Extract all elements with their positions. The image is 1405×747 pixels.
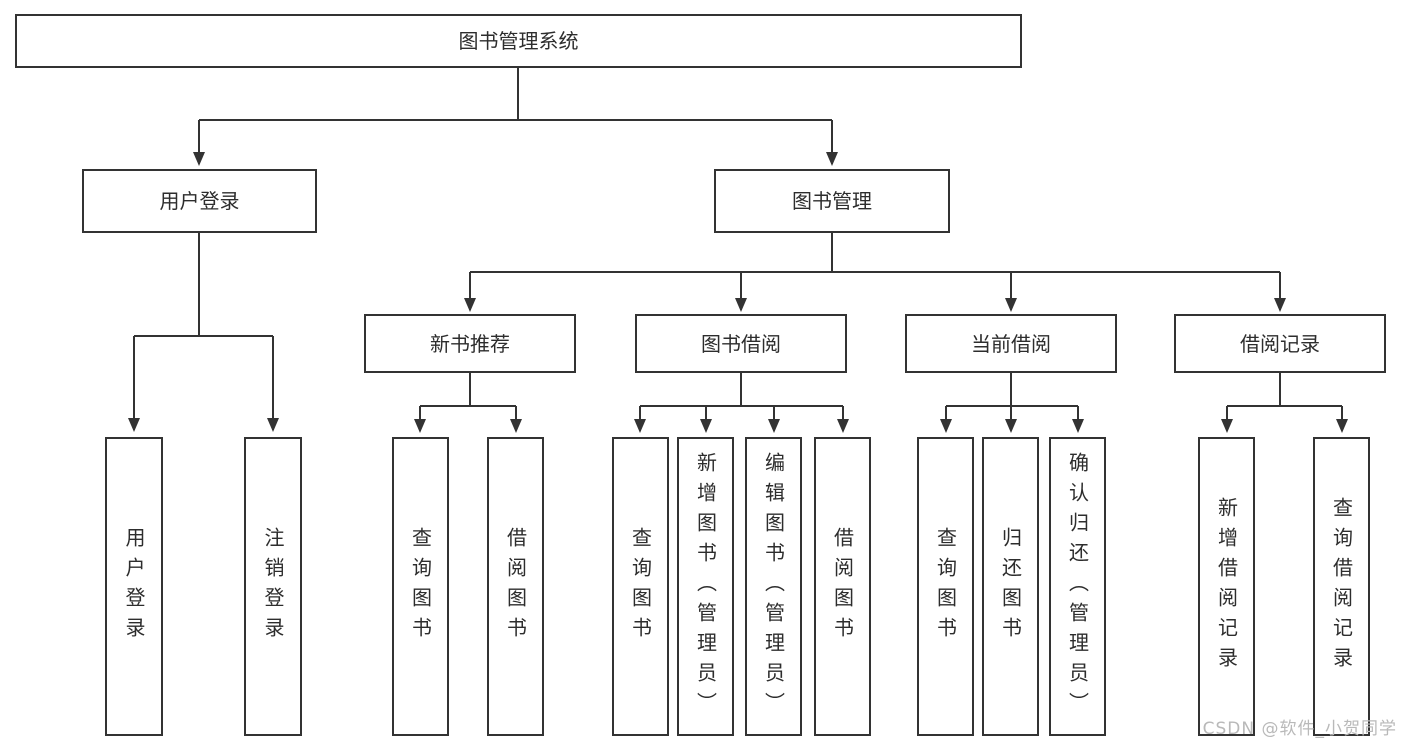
- leaf-borrow-books: 借阅图书: [814, 437, 871, 736]
- edge-current-borrow-children: [940, 373, 1084, 433]
- edge-root-to-level2: [193, 68, 838, 166]
- node-library-system: 图书管理系统: [15, 14, 1022, 68]
- edge-borrow-records-children: [1221, 373, 1348, 433]
- node-current-borrow: 当前借阅: [905, 314, 1117, 373]
- node-user-login: 用户登录: [82, 169, 317, 233]
- node-book-management: 图书管理: [714, 169, 950, 233]
- leaf-query-borrow-record: 查询借阅记录: [1313, 437, 1370, 736]
- leaf-query-books-recommend: 查询图书: [392, 437, 449, 736]
- edge-new-book-recommend-children: [414, 373, 522, 433]
- leaf-borrow-books-recommend: 借阅图书: [487, 437, 544, 736]
- node-new-book-recommend: 新书推荐: [364, 314, 576, 373]
- edge-book-management-children: [464, 233, 1286, 312]
- node-borrow-records: 借阅记录: [1174, 314, 1386, 373]
- leaf-query-books-borrow: 查询图书: [612, 437, 669, 736]
- edge-book-borrow-children: [634, 373, 849, 433]
- edge-user-login-children: [128, 233, 279, 432]
- leaf-logout: 注销登录: [244, 437, 302, 736]
- leaf-confirm-return-admin: 确认归还（管理员）: [1049, 437, 1106, 736]
- csdn-watermark: CSDN @软件_小贺同学: [1202, 719, 1397, 739]
- node-book-borrow: 图书借阅: [635, 314, 847, 373]
- leaf-edit-book-admin: 编辑图书（管理员）: [745, 437, 802, 736]
- leaf-add-borrow-record: 新增借阅记录: [1198, 437, 1255, 736]
- leaf-return-book: 归还图书: [982, 437, 1039, 736]
- leaf-query-books-current: 查询图书: [917, 437, 974, 736]
- leaf-add-book-admin: 新增图书（管理员）: [677, 437, 734, 736]
- leaf-user-login: 用户登录: [105, 437, 163, 736]
